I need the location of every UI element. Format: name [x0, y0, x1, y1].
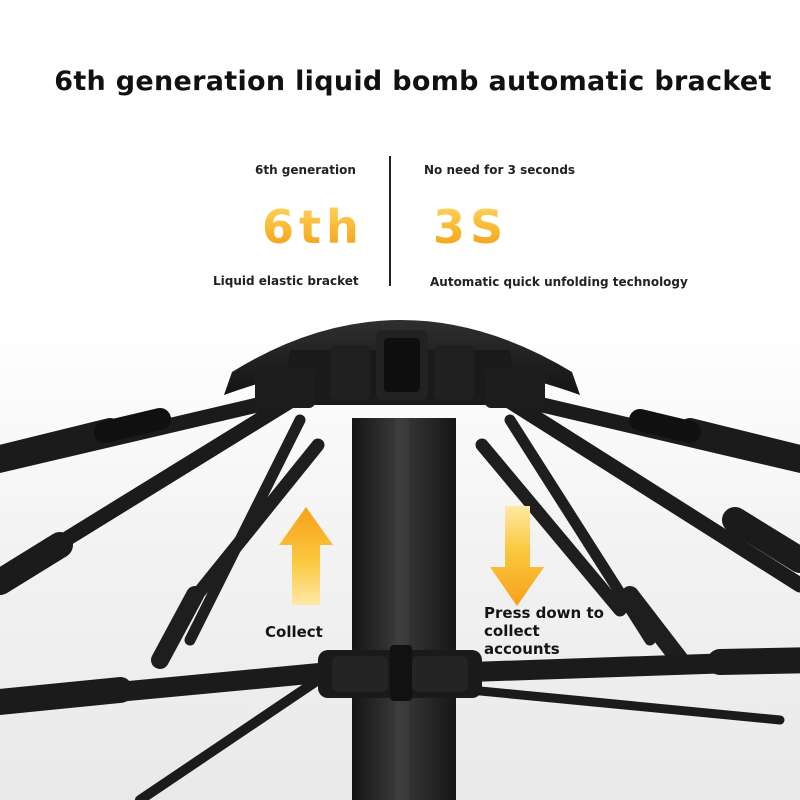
press-down-caption-line: accounts [484, 640, 560, 658]
center-pole [352, 418, 456, 800]
press-down-caption: Press down to collect accounts [484, 604, 604, 658]
lower-spokes [0, 647, 800, 800]
arrow-up-icon [279, 507, 333, 605]
upper-ribs [0, 387, 800, 595]
arrow-down-icon [490, 506, 544, 606]
right-top-label: No need for 3 seconds [424, 163, 576, 177]
left-bottom-label: Liquid elastic bracket [213, 274, 359, 288]
press-down-caption-line: Press down to [484, 604, 604, 622]
feature-divider [389, 156, 391, 286]
collect-caption: Collect [265, 623, 323, 641]
left-big-value: 6th [262, 200, 364, 254]
top-hub [224, 320, 580, 408]
stretcher-struts [151, 414, 689, 669]
right-bottom-label: Automatic quick unfolding technology [430, 275, 688, 289]
left-top-label: 6th generation [255, 163, 356, 177]
page-title: 6th generation liquid bomb automatic bra… [54, 66, 772, 97]
press-down-caption-line: collect [484, 622, 540, 640]
right-big-value: 3S [433, 200, 509, 254]
lower-hub [318, 645, 482, 701]
